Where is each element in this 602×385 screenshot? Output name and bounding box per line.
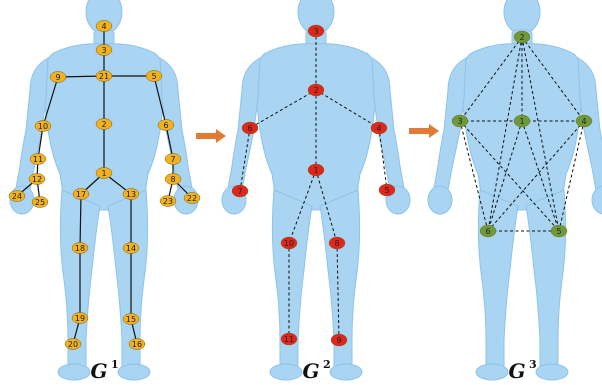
g1-node-15: 15 (123, 314, 139, 325)
g1-node-label-6: 6 (163, 121, 168, 130)
g2-node-label-10: 10 (284, 239, 294, 248)
g1-node-label-21: 21 (99, 72, 109, 81)
g2-node-label-1: 1 (313, 166, 318, 175)
g1-node-24: 24 (9, 191, 25, 202)
g1-node-13: 13 (123, 189, 139, 200)
g3-node-3: 3 (452, 115, 468, 127)
caption-g2: G (302, 359, 319, 383)
g1-node-7: 7 (165, 154, 181, 165)
g2-node-label-11: 11 (284, 335, 294, 344)
g3-node-6: 6 (480, 225, 496, 237)
g3-node-label-4: 4 (581, 117, 586, 126)
g1-node-1: 1 (96, 168, 112, 179)
g1-node-label-23: 23 (163, 197, 173, 206)
g2-node-3: 3 (308, 25, 324, 37)
g1-node-12: 12 (29, 174, 45, 185)
g1-node-label-2: 2 (101, 120, 106, 129)
g2-node-10: 10 (281, 237, 297, 249)
arrow-g2-to-g3 (409, 124, 439, 138)
g1-node-14: 14 (123, 243, 139, 254)
g1-node-label-18: 18 (75, 244, 85, 253)
g1-node-label-11: 11 (33, 155, 43, 164)
caption-g1-superscript: 1 (111, 358, 119, 371)
g1-node-label-12: 12 (32, 175, 42, 184)
g1-node-label-19: 19 (75, 314, 85, 323)
g2-node-9: 9 (331, 334, 347, 346)
g2-node-7: 7 (232, 185, 248, 197)
arrow-g1-to-g2 (196, 129, 226, 143)
g1-node-17: 17 (73, 189, 89, 200)
g1-node-label-8: 8 (170, 175, 175, 184)
caption-g2-superscript: 2 (323, 358, 331, 371)
g1-node-10: 10 (35, 121, 51, 132)
g2-node-11: 11 (281, 333, 297, 345)
g2-node-1: 1 (308, 164, 324, 176)
g2-node-label-5: 5 (384, 186, 389, 195)
g3-node-4: 4 (576, 115, 592, 127)
g1-node-11: 11 (30, 154, 46, 165)
g2-node-5: 5 (379, 184, 395, 196)
g2-node-label-7: 7 (237, 187, 242, 196)
g1-node-18: 18 (72, 243, 88, 254)
g1-node-9: 9 (50, 72, 66, 83)
g2-node-label-8: 8 (334, 239, 339, 248)
g1-node-label-16: 16 (132, 340, 142, 349)
g1-node-8: 8 (165, 174, 181, 185)
g1-node-25: 25 (32, 197, 48, 208)
g2-node-label-2: 2 (313, 86, 318, 95)
g1-node-label-14: 14 (126, 244, 136, 253)
g1-node-label-25: 25 (35, 198, 45, 207)
g1-node-22: 22 (184, 193, 200, 204)
g1-node-label-3: 3 (101, 46, 106, 55)
g1-node-23: 23 (160, 196, 176, 207)
caption-g3: G (508, 359, 525, 383)
g1-node-label-1: 1 (101, 169, 106, 178)
g2-node-4: 4 (371, 122, 387, 134)
g3-node-label-2: 2 (519, 33, 524, 42)
g1-node-6: 6 (158, 120, 174, 131)
g1-node-label-24: 24 (12, 192, 22, 201)
g1-node-label-17: 17 (76, 190, 86, 199)
g1-node-label-4: 4 (101, 22, 106, 31)
g1-node-label-15: 15 (126, 315, 136, 324)
g1-node-label-20: 20 (68, 340, 78, 349)
g3-node-2: 2 (514, 31, 530, 43)
g1-node-5: 5 (146, 71, 162, 82)
g2-node-label-3: 3 (313, 27, 318, 36)
g1-node-3: 3 (96, 45, 112, 56)
g3-node-label-5: 5 (556, 227, 561, 236)
g1-node-label-7: 7 (170, 155, 175, 164)
g2-node-6: 6 (242, 122, 258, 134)
g1-node-21: 21 (96, 71, 112, 82)
g3-node-5: 5 (551, 225, 567, 237)
g3-node-label-6: 6 (485, 227, 490, 236)
g2-node-label-4: 4 (376, 124, 381, 133)
g3-node-label-3: 3 (457, 117, 462, 126)
g1-node-label-13: 13 (126, 190, 136, 199)
g1-node-16: 16 (129, 339, 145, 350)
g1-node-4: 4 (96, 21, 112, 32)
g2-node-label-6: 6 (247, 124, 252, 133)
body-silhouette-g3 (428, 0, 602, 380)
g1-node-label-9: 9 (55, 73, 60, 82)
g2-node-8: 8 (329, 237, 345, 249)
g3-node-label-1: 1 (519, 117, 524, 126)
g2-node-label-9: 9 (336, 336, 341, 345)
g1-node-2: 2 (96, 119, 112, 130)
g3-node-1: 1 (514, 115, 530, 127)
g1-node-19: 19 (72, 313, 88, 324)
caption-g3-superscript: 3 (529, 358, 537, 371)
g2-node-2: 2 (308, 84, 324, 96)
g1-node-20: 20 (65, 339, 81, 350)
g1-node-label-5: 5 (151, 72, 156, 81)
caption-g1: G (90, 359, 107, 383)
g1-node-label-10: 10 (38, 122, 48, 131)
g1-node-label-22: 22 (187, 194, 197, 203)
